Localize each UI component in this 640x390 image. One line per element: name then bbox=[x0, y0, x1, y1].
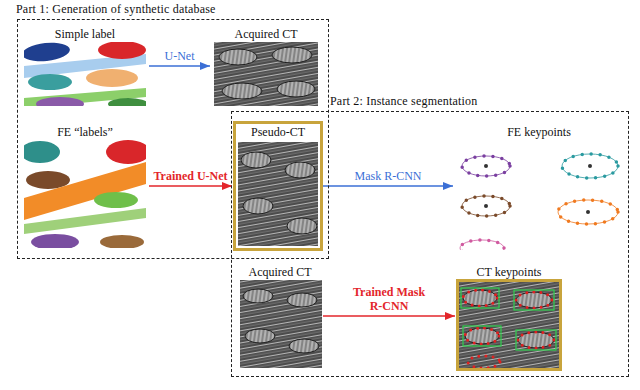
edge-label: U-Net bbox=[165, 49, 195, 63]
panel-title: FE keypoints bbox=[507, 125, 571, 140]
image-panel: FE “labels” bbox=[22, 122, 148, 250]
stage-heading: Part 1: Generation of synthetic database bbox=[16, 2, 216, 17]
arrow-connector bbox=[149, 185, 232, 187]
panel-title: CT keypoints bbox=[477, 265, 542, 280]
pseudo-ct-image bbox=[235, 123, 322, 250]
arrow-connector bbox=[323, 315, 455, 317]
ct-keypoint-image bbox=[458, 281, 561, 370]
edge-label: Mask R-CNN bbox=[354, 169, 421, 183]
image-panel: Acquired CT bbox=[212, 24, 320, 108]
label-image bbox=[24, 42, 146, 106]
image-panel: Simple label bbox=[22, 24, 148, 108]
edge-label: Trained U-Net bbox=[153, 169, 227, 183]
image-panel: CT keypoints bbox=[457, 262, 561, 370]
ct-image bbox=[214, 42, 318, 106]
stage-heading: Part 2: Instance segmentation bbox=[330, 94, 477, 109]
panel-title: Simple label bbox=[55, 27, 115, 42]
ct-image bbox=[240, 280, 322, 368]
image-panel: Pseudo-CT bbox=[234, 122, 322, 250]
keypoint-image bbox=[460, 154, 618, 250]
arrow-connector bbox=[323, 185, 453, 187]
panel-title: FE “labels” bbox=[57, 125, 113, 140]
edge-label: Trained Mask R-CNN bbox=[351, 285, 427, 313]
fe-label-image bbox=[24, 140, 146, 248]
image-panel: FE keypoints bbox=[455, 122, 623, 250]
panel-title: Pseudo-CT bbox=[251, 125, 305, 140]
panel-title: Acquired CT bbox=[249, 265, 312, 280]
panel-title: Acquired CT bbox=[235, 27, 298, 42]
arrow-connector bbox=[149, 65, 210, 67]
image-panel: Acquired CT bbox=[238, 262, 322, 370]
stage-region: Part 2: Instance segmentationFE keypoint… bbox=[232, 112, 628, 376]
